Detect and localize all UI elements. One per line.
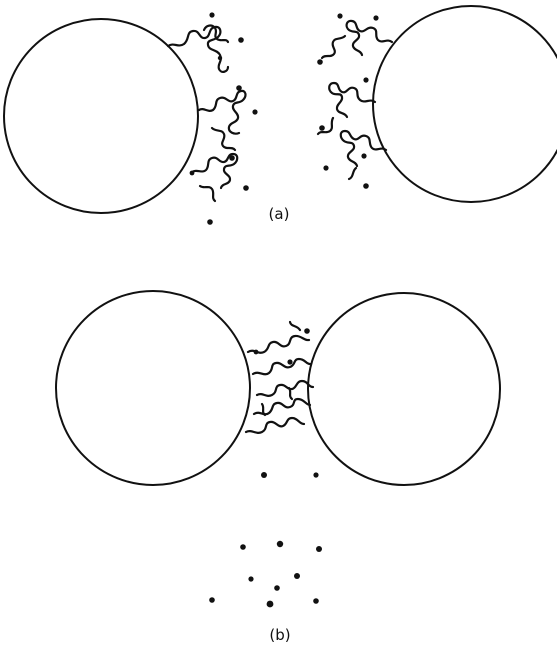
panel-b-label: (b)	[269, 626, 290, 644]
particle-left-a	[4, 19, 198, 213]
free-polymer-dots-left-a	[190, 12, 258, 224]
particle-right-a	[373, 6, 557, 202]
panel-a: (a)	[4, 6, 557, 225]
adsorbed-polymer-right-a	[318, 21, 392, 179]
free-polymer-dots-bottom	[209, 541, 322, 608]
panel-b: (b)	[56, 291, 500, 644]
particle-left-b	[56, 291, 250, 485]
panel-a-label: (a)	[269, 205, 290, 223]
bridging-polymer-chains	[246, 322, 313, 433]
adsorbed-polymer-left-a	[168, 26, 245, 201]
particle-right-b	[308, 293, 500, 485]
